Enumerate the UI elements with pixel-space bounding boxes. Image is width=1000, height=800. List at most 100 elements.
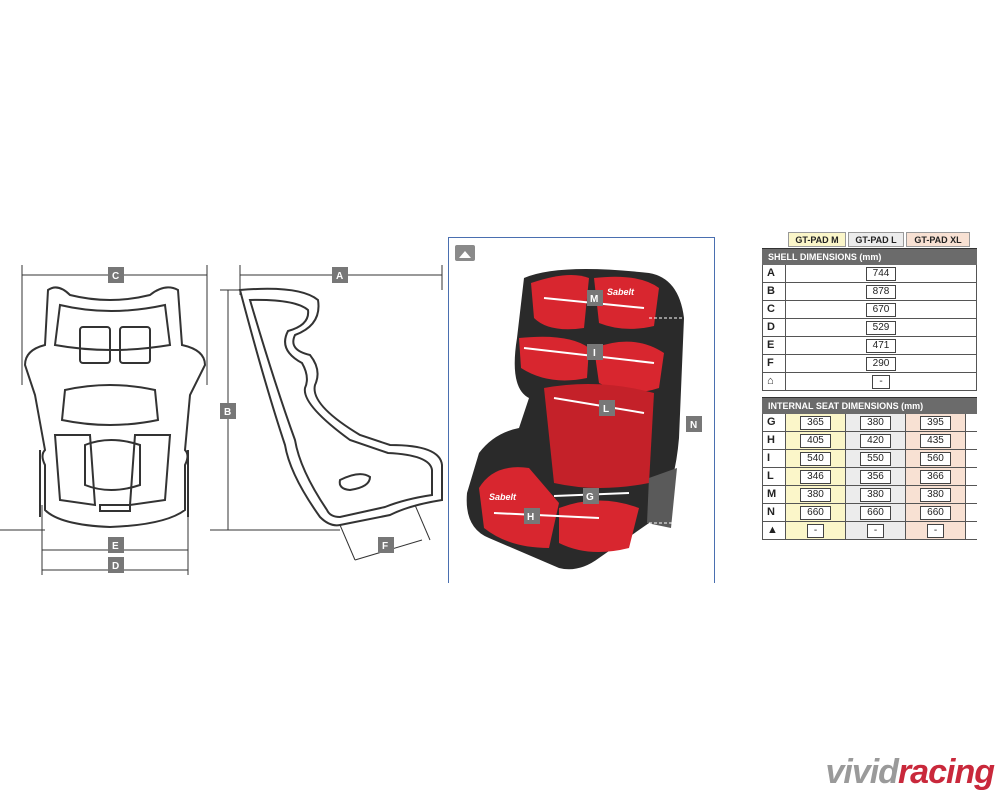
cell-l: 660 bbox=[846, 504, 906, 521]
model-m-header: GT-PAD M bbox=[788, 232, 846, 247]
cell-m: 660 bbox=[786, 504, 846, 521]
internal-value-box: - bbox=[926, 524, 945, 538]
row-key: I bbox=[762, 450, 786, 467]
label-a: A bbox=[336, 271, 343, 282]
cell-xl: - bbox=[906, 522, 966, 539]
internal-value-box: 380 bbox=[920, 488, 951, 502]
row-key: H bbox=[762, 432, 786, 449]
internal-row: M 380 380 380 bbox=[762, 486, 977, 504]
internal-value-box: 405 bbox=[800, 434, 831, 448]
shell-value: 471 bbox=[786, 337, 977, 354]
row-key: B bbox=[762, 283, 786, 300]
label-n: N bbox=[690, 420, 697, 431]
weight-icon: ⌂ bbox=[762, 373, 786, 390]
cell-m: 365 bbox=[786, 414, 846, 431]
shell-row: E 471 bbox=[762, 337, 977, 355]
cell-xl: 560 bbox=[906, 450, 966, 467]
internal-value-box: 435 bbox=[920, 434, 951, 448]
shell-value-box: 529 bbox=[865, 321, 897, 335]
cell-l: 380 bbox=[846, 486, 906, 503]
seat-illustration: Sabelt Sabelt M I L N G H bbox=[466, 269, 702, 570]
cell-xl: 380 bbox=[906, 486, 966, 503]
front-view-diagram: C E D bbox=[0, 265, 208, 575]
shell-value-box: 878 bbox=[865, 285, 897, 299]
internal-value-box: 550 bbox=[860, 452, 891, 466]
photo-brand-top: Sabelt bbox=[607, 287, 635, 297]
internal-value-box: 420 bbox=[860, 434, 891, 448]
row-key: M bbox=[762, 486, 786, 503]
cell-l: 380 bbox=[846, 414, 906, 431]
internal-value-box: 346 bbox=[800, 470, 831, 484]
label-m: M bbox=[590, 294, 598, 305]
label-g: G bbox=[586, 492, 594, 503]
row-key: E bbox=[762, 337, 786, 354]
shell-row: F 290 bbox=[762, 355, 977, 373]
shell-value-box: 744 bbox=[865, 267, 897, 281]
label-b: B bbox=[224, 407, 231, 418]
cell-l: 420 bbox=[846, 432, 906, 449]
cell-l: 550 bbox=[846, 450, 906, 467]
internal-value-box: 540 bbox=[800, 452, 831, 466]
shell-dimensions-title: SHELL DIMENSIONS (mm) bbox=[762, 248, 977, 265]
shell-value: 878 bbox=[786, 283, 977, 300]
dimension-table: GT-PAD M GT-PAD L GT-PAD XL SHELL DIMENS… bbox=[762, 230, 977, 540]
photo-brand-bottom: Sabelt bbox=[489, 492, 517, 502]
internal-value-box: 380 bbox=[860, 488, 891, 502]
label-e: E bbox=[112, 541, 119, 552]
logo-part-1: vivid bbox=[825, 753, 898, 791]
seat-photo: Sabelt Sabelt M I L N G H bbox=[448, 237, 715, 583]
shell-row: D 529 bbox=[762, 319, 977, 337]
shell-value-box: - bbox=[872, 375, 890, 389]
cell-xl: 366 bbox=[906, 468, 966, 485]
internal-value-box: 660 bbox=[920, 506, 951, 520]
shell-value: 290 bbox=[786, 355, 977, 372]
cell-xl: 660 bbox=[906, 504, 966, 521]
internal-value-box: 380 bbox=[800, 488, 831, 502]
internal-value-box: 660 bbox=[860, 506, 891, 520]
row-key: G bbox=[762, 414, 786, 431]
cell-m: - bbox=[786, 522, 846, 539]
label-c: C bbox=[112, 271, 119, 282]
internal-value-box: 366 bbox=[920, 470, 951, 484]
shell-value-box: 670 bbox=[865, 303, 897, 317]
model-l-header: GT-PAD L bbox=[848, 232, 904, 247]
shell-value: 744 bbox=[786, 265, 977, 282]
cell-m: 405 bbox=[786, 432, 846, 449]
vividracing-logo: vividracing bbox=[825, 753, 995, 792]
shell-value-box: 290 bbox=[865, 357, 897, 371]
shell-value: 529 bbox=[786, 319, 977, 336]
cell-xl: 435 bbox=[906, 432, 966, 449]
image-icon bbox=[455, 245, 475, 261]
logo-part-2: racing bbox=[897, 753, 995, 791]
cell-m: 540 bbox=[786, 450, 846, 467]
row-key: F bbox=[762, 355, 786, 372]
internal-row: L 346 356 366 bbox=[762, 468, 977, 486]
cell-l: - bbox=[846, 522, 906, 539]
internal-value-box: 380 bbox=[860, 416, 891, 430]
model-xl-header: GT-PAD XL bbox=[906, 232, 970, 247]
label-l: L bbox=[603, 404, 609, 415]
cell-m: 346 bbox=[786, 468, 846, 485]
cell-l: 356 bbox=[846, 468, 906, 485]
internal-row: H 405 420 435 bbox=[762, 432, 977, 450]
row-key: L bbox=[762, 468, 786, 485]
cell-m: 380 bbox=[786, 486, 846, 503]
label-f: F bbox=[382, 541, 388, 552]
side-view-diagram: A B F bbox=[210, 265, 443, 561]
person-icon: ▲ bbox=[762, 522, 786, 539]
shell-value: - bbox=[786, 373, 977, 390]
row-key: D bbox=[762, 319, 786, 336]
internal-value-box: 560 bbox=[920, 452, 951, 466]
internal-dimensions-title: INTERNAL SEAT DIMENSIONS (mm) bbox=[762, 397, 977, 414]
model-header-row: GT-PAD M GT-PAD L GT-PAD XL bbox=[762, 230, 977, 248]
internal-row: I 540 550 560 bbox=[762, 450, 977, 468]
label-i: I bbox=[593, 348, 596, 359]
label-d: D bbox=[112, 561, 119, 572]
internal-value-box: - bbox=[866, 524, 885, 538]
shell-value-box: 471 bbox=[865, 339, 897, 353]
